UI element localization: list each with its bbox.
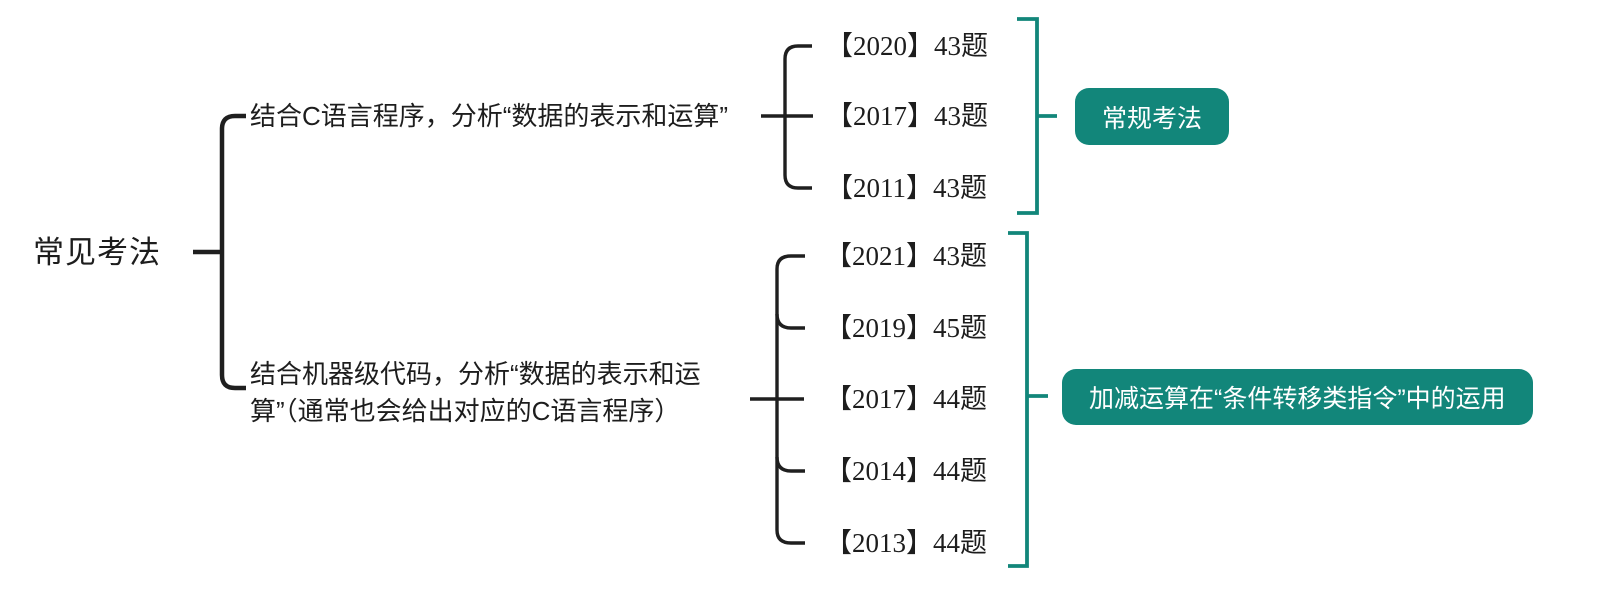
- group-badge-regular: 常规考法: [1075, 88, 1230, 145]
- child-node-2014: 【2014】44题: [825, 456, 987, 486]
- bracket-level1: [219, 113, 246, 391]
- group-badge-add-sub-jump: 加减运算在“条件转移类指令”中的运用: [1062, 369, 1533, 425]
- child-node-2020: 【2020】43题: [826, 31, 988, 61]
- bracket-branch2-children: [775, 254, 805, 545]
- branch-node-machine-code: 结合机器级代码，分析“数据的表示和运算”（通常也会给出对应的C语言程序）: [250, 359, 701, 426]
- root-node: 常见考法: [33, 235, 161, 270]
- child-node-2013: 【2013】44题: [825, 528, 987, 558]
- branch-node-c-language: 结合C语言程序，分析“数据的表示和运算”: [250, 101, 729, 131]
- child-node-2011: 【2011】43题: [826, 173, 987, 203]
- child-node-2019: 【2019】45题: [825, 313, 987, 343]
- bracket-branch2-arm-2019: [775, 313, 805, 330]
- group-bracket-jump: [1008, 231, 1029, 568]
- bracket-branch1-children: [783, 44, 812, 190]
- group-bracket-regular: [1017, 17, 1039, 215]
- child-node-2021: 【2021】43题: [825, 241, 987, 271]
- child-node-2017-43: 【2017】43题: [826, 101, 988, 131]
- bracket-branch2-arm-2014: [775, 456, 805, 473]
- child-node-2017-44: 【2017】44题: [825, 384, 987, 414]
